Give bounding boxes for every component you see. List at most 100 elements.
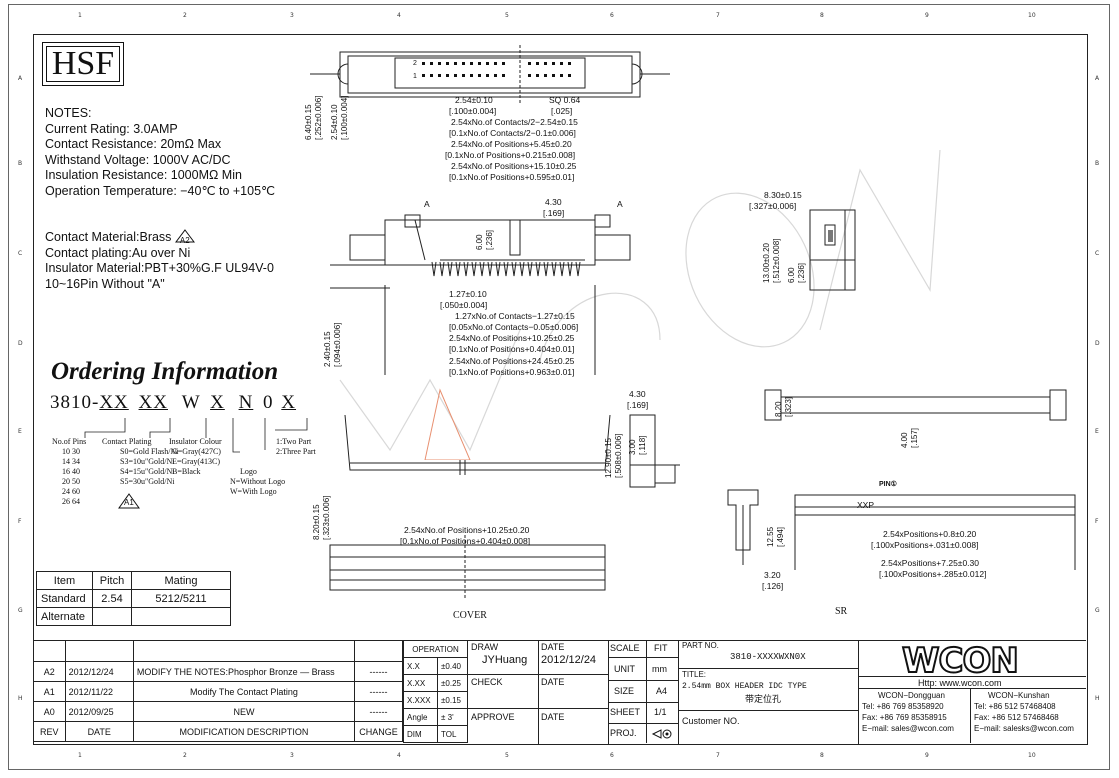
dim-text: [.100±0.004]: [449, 106, 497, 116]
dim-text: 3.20: [764, 570, 781, 580]
section-mark: A: [424, 199, 430, 209]
mating-cell: [92, 607, 132, 626]
kunshan-fax: Fax: +86 512 57468468: [974, 713, 1059, 722]
vdim-text: [.494]: [776, 526, 785, 547]
dim-text: 8.30±0.15: [764, 190, 802, 200]
colour-value: G=Gray(427C): [172, 447, 221, 456]
tol-cell: X.XXX: [403, 691, 438, 709]
code-part: XX: [99, 392, 129, 413]
vdim-text: [.094±0.006]: [333, 322, 342, 367]
col-marker: 8: [820, 12, 824, 19]
part-column: 1:Two Part 2:Three Part: [276, 437, 316, 457]
dim-text: [.169]: [543, 208, 565, 218]
revision-cell: 2012/09/25: [64, 701, 134, 722]
plating-value: S3=10u"Gold/Ni: [120, 457, 175, 466]
row-marker: C: [18, 250, 23, 257]
revision-cell: ------: [354, 681, 403, 702]
dim-text: 2.54xNo.of Positions+24.45±0.25: [449, 356, 575, 366]
row-marker: B: [18, 160, 23, 167]
revision-triangle-icon: A2: [174, 229, 195, 245]
row-marker: E: [1095, 428, 1099, 435]
vdim-text: 3.00: [628, 439, 637, 455]
col-marker: 2: [183, 12, 187, 19]
dim-text: XXP: [857, 500, 875, 510]
code-part: X: [210, 392, 225, 413]
wcon-brand: WCON: [901, 643, 1020, 679]
tolerance-table: OPERATION X.X±0.40 X.XX±0.25 X.XXX±0.15 …: [403, 640, 468, 743]
col-marker: 6: [610, 12, 614, 19]
sheet-value: 1/1: [654, 707, 667, 717]
dim-text: PIN①: [879, 481, 897, 488]
note-line: Insulation Resistance: 1000MΩ Min: [45, 168, 242, 182]
draw-date: 2012/12/24: [541, 654, 597, 666]
mating-header-cell: Pitch: [92, 571, 132, 590]
col-marker: 6: [610, 752, 614, 759]
revision-a1-label: A1: [124, 498, 134, 507]
dongguan-tel: Tel: +86 769 85358920: [862, 702, 944, 711]
front-view-drawing: [330, 214, 631, 375]
pins-label: No.of Pins: [52, 437, 87, 446]
colour-label: Insulator Colour: [169, 437, 222, 446]
vdim-text: 6.00: [787, 267, 796, 283]
row-marker: D: [1095, 340, 1100, 347]
pins-column: No.of Pins 10 30 14 34 16 40 20 50 24 60…: [52, 437, 86, 507]
dongguan-contact: WCON−Dongguan Tel: +86 769 85358920 Fax:…: [862, 690, 954, 734]
revision-header-row: REV DATE MODIFICATION DESCRIPTION CHANGE: [33, 721, 403, 742]
operation-label: OPERATION: [403, 640, 468, 658]
row-marker: H: [1095, 695, 1100, 702]
dim-text: 2.54xNo.of Contacts/2−2.54±0.15: [451, 117, 578, 127]
dim-text: [.100xPositions+.285±0.012]: [879, 569, 987, 579]
revision-triangle-label: A2: [179, 236, 190, 245]
dim-text: 4.30: [629, 389, 646, 399]
mating-cell: 5212/5211: [131, 589, 231, 608]
wcon-watermark: [339, 149, 941, 460]
revision-header-cell: CHANGE: [354, 721, 403, 742]
kunshan-tel: Tel: +86 512 57468408: [974, 702, 1056, 711]
dim-text: [.327±0.006]: [749, 201, 797, 211]
tol-cell: X.XX: [403, 674, 438, 692]
customer-label: Customer NO.: [682, 716, 740, 726]
vdim-text: 13.00±0.20: [762, 243, 771, 283]
material-line: 10~16Pin Without "A": [45, 276, 165, 291]
date-label: DATE: [541, 677, 565, 687]
logo-column: Logo N=Without Logo W=With Logo: [230, 467, 285, 497]
revision-cell: MODIFY THE NOTES:Phosphor Bronze — Brass: [132, 661, 356, 682]
material-line: Contact plating:Au over Ni: [45, 245, 191, 260]
colour-column: Insulator Colour G=Gray(427C) E=Gray(413…: [169, 437, 222, 477]
row-marker: B: [1095, 160, 1100, 167]
code-part: 0: [263, 392, 274, 413]
vdim-text: [.118]: [638, 435, 647, 455]
dim-text: [.126]: [762, 581, 784, 591]
note-line: Withstand Voltage: 1000V AC/DC: [45, 152, 231, 167]
col-marker: 5: [505, 752, 509, 759]
kunshan-mail: E−mail: salesks@wcon.com: [974, 724, 1074, 733]
revision-spacer-row: [33, 640, 403, 662]
unit-value: mm: [652, 664, 667, 674]
code-part: XX: [138, 392, 168, 413]
dongguan-fax: Fax: +86 769 85358915: [862, 713, 947, 722]
row-marker: F: [18, 518, 22, 525]
dim-text: SQ 0.64: [549, 95, 581, 105]
vdim-text: [.512±0.008]: [772, 238, 781, 283]
vdim-text: [.236]: [485, 229, 494, 250]
tol-label: TOL: [437, 725, 468, 743]
cover-label: COVER: [453, 610, 487, 621]
mating-cell: Alternate: [36, 607, 93, 626]
dim-text: [0.1xNo.of Positions+0.963±0.01]: [449, 367, 575, 377]
proj-label: PROJ.: [610, 728, 637, 738]
note-line: Contact Resistance: 20mΩ Max: [45, 137, 222, 151]
col-marker: 10: [1028, 12, 1036, 19]
row-marker: D: [18, 340, 23, 347]
side-view-drawing: [809, 209, 856, 291]
dim-text: [0.1xNo.of Positions+0.404±0.01]: [449, 344, 575, 354]
col-marker: 3: [290, 752, 294, 759]
dim-text: 2.54xNo.of Positions+10.25±0.25: [449, 333, 575, 343]
note-line: NOTES:: [45, 106, 92, 120]
vdim-text: 6.00: [475, 234, 484, 250]
mating-cell: 2.54: [92, 589, 132, 608]
row-marker: C: [1095, 250, 1100, 257]
code-part: X: [281, 392, 297, 413]
part-value: 2:Three Part: [276, 447, 316, 456]
col-marker: 7: [716, 12, 720, 19]
mating-header-row: Item Pitch Mating: [36, 571, 231, 590]
